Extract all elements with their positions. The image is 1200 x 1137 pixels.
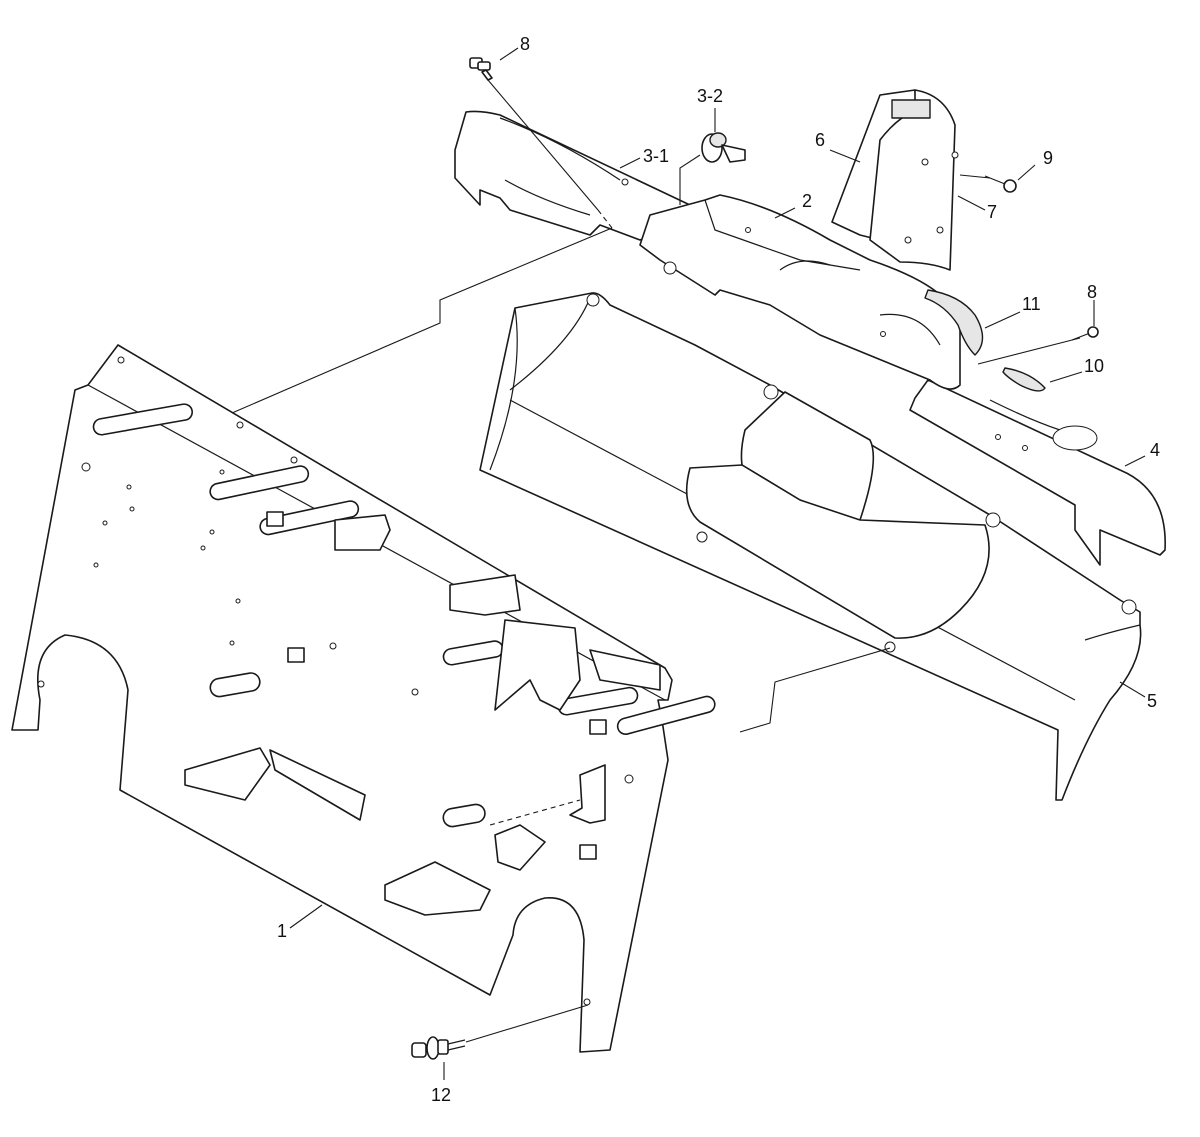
- panel-holes: [37, 356, 634, 1006]
- part-12-bolt: [411, 1036, 466, 1060]
- callout-11: 11: [1022, 294, 1041, 314]
- part-8-screw-top: [469, 57, 493, 81]
- assembly-lines: [231, 79, 1081, 1043]
- panel-pins: [92, 403, 716, 828]
- part-4-right-cover: [909, 379, 1166, 566]
- callout-leaders: [289, 47, 1146, 1080]
- panel-fittings: [184, 511, 661, 916]
- callout-2: 2: [802, 191, 812, 211]
- part-5-lower-cover: [479, 292, 1142, 801]
- callout-7: 7: [987, 202, 997, 222]
- callout-1: 1: [277, 921, 287, 941]
- callout-12: 12: [431, 1085, 451, 1105]
- callout-3-1: 3-1: [643, 146, 669, 166]
- callout-8-top: 8: [520, 34, 530, 54]
- callout-10: 10: [1084, 356, 1104, 376]
- part-3-2-latch: [701, 132, 746, 163]
- part-1-side-panel: [11, 344, 716, 1053]
- part-2-center-duct-cover: [639, 194, 961, 390]
- callout-4: 4: [1150, 440, 1160, 460]
- callout-6: 6: [815, 130, 825, 150]
- part-8-screw-right: [1071, 326, 1099, 341]
- callout-labels: 8 3-2 3-1 2 6 7 9 8 11 10 4 5 1 12: [277, 34, 1160, 1105]
- part-11-cable-clamp: [924, 289, 984, 356]
- part-9-screw: [984, 175, 1017, 193]
- callout-8-right: 8: [1087, 282, 1097, 302]
- callout-5: 5: [1147, 691, 1157, 711]
- part-10-cable-tie: [1002, 367, 1046, 392]
- part-7-right-column-bracket: [869, 89, 959, 271]
- callout-3-2: 3-2: [697, 86, 723, 106]
- callout-9: 9: [1043, 148, 1053, 168]
